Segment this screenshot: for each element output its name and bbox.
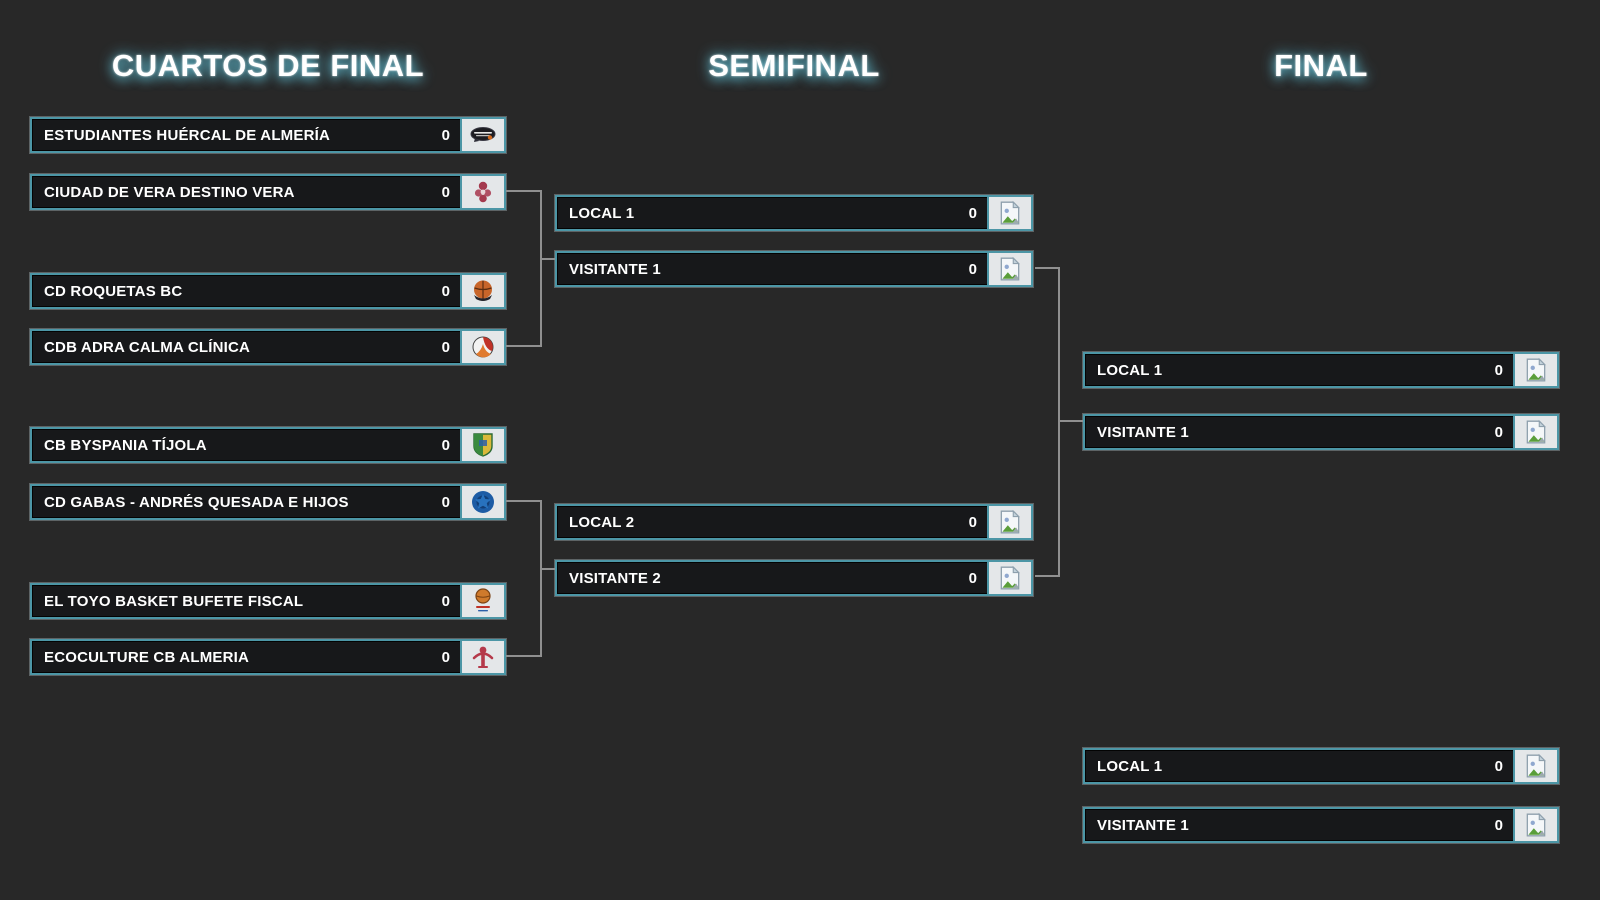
qf-team-ciudad-de-vera[interactable]: CIUDAD DE VERA DESTINO VERA 0 xyxy=(30,174,506,210)
ecoculture-crest-icon xyxy=(472,646,494,668)
estudiantes-huercal-crest-icon xyxy=(470,127,496,142)
final-team-visitante-1[interactable]: VISITANTE 1 0 xyxy=(1083,414,1559,450)
image-placeholder-icon xyxy=(1000,565,1020,590)
qf-team-cb-byspania[interactable]: CB BYSPANIA TÍJOLA 0 xyxy=(30,427,506,463)
team-logo-cell[interactable] xyxy=(460,176,504,208)
image-placeholder-icon xyxy=(1526,753,1546,778)
team-logo-cell[interactable] xyxy=(460,585,504,617)
team-score: 0 xyxy=(441,436,450,454)
team-score: 0 xyxy=(968,513,977,531)
team-score: 0 xyxy=(968,204,977,222)
third-place-team-local-1[interactable]: LOCAL 1 0 xyxy=(1083,748,1559,784)
team-name: CB BYSPANIA TÍJOLA xyxy=(44,436,207,454)
team-logo-cell[interactable] xyxy=(987,562,1031,594)
qf-team-cd-roquetas[interactable]: CD ROQUETAS BC 0 xyxy=(30,273,506,309)
team-name: LOCAL 2 xyxy=(569,513,635,531)
team-logo-cell[interactable] xyxy=(460,119,504,151)
image-placeholder-icon xyxy=(1000,200,1020,225)
connector-line xyxy=(506,655,540,657)
team-logo-cell[interactable] xyxy=(460,486,504,518)
team-name: ESTUDIANTES HUÉRCAL DE ALMERÍA xyxy=(44,126,331,144)
team-score: 0 xyxy=(968,260,977,278)
sf-team-local-1[interactable]: LOCAL 1 0 xyxy=(555,195,1033,231)
team-name: CD GABAS - ANDRÉS QUESADA E HIJOS xyxy=(44,493,349,511)
team-score: 0 xyxy=(441,183,450,201)
team-name: CDB ADRA CALMA CLÍNICA xyxy=(44,338,251,356)
cb-byspania-crest-icon xyxy=(473,433,493,457)
team-name: VISITANTE 1 xyxy=(1097,423,1189,441)
team-name: CD ROQUETAS BC xyxy=(44,282,183,300)
ciudad-de-vera-crest-icon xyxy=(474,181,492,203)
qf-team-ecoculture[interactable]: ECOCULTURE CB ALMERIA 0 xyxy=(30,639,506,675)
team-name: VISITANTE 1 xyxy=(569,260,661,278)
connector-line xyxy=(540,568,555,570)
image-placeholder-icon xyxy=(1526,357,1546,382)
team-logo-cell[interactable] xyxy=(987,506,1031,538)
qf-team-cd-gabas[interactable]: CD GABAS - ANDRÉS QUESADA E HIJOS 0 xyxy=(30,484,506,520)
image-placeholder-icon xyxy=(1526,419,1546,444)
team-score: 0 xyxy=(441,592,450,610)
third-place-team-visitante-1[interactable]: VISITANTE 1 0 xyxy=(1083,807,1559,843)
team-name: LOCAL 1 xyxy=(569,204,635,222)
team-logo-cell[interactable] xyxy=(460,275,504,307)
image-placeholder-icon xyxy=(1000,256,1020,281)
team-logo-cell[interactable] xyxy=(460,641,504,673)
team-score: 0 xyxy=(441,648,450,666)
cd-gabas-crest-icon xyxy=(472,491,494,513)
team-logo-cell[interactable] xyxy=(987,253,1031,285)
team-logo-cell[interactable] xyxy=(1513,809,1557,841)
team-score: 0 xyxy=(1494,757,1503,775)
connector-line xyxy=(540,190,542,347)
cd-roquetas-crest-icon xyxy=(474,280,492,301)
team-score: 0 xyxy=(441,282,450,300)
connector-line xyxy=(1035,267,1058,269)
team-score: 0 xyxy=(1494,423,1503,441)
connector-line xyxy=(506,190,540,192)
team-name: EL TOYO BASKET BUFETE FISCAL xyxy=(44,592,304,610)
image-placeholder-icon xyxy=(1000,509,1020,534)
team-name: VISITANTE 1 xyxy=(1097,816,1189,834)
connector-line xyxy=(1058,420,1083,422)
image-placeholder-icon xyxy=(1526,812,1546,837)
team-score: 0 xyxy=(441,338,450,356)
team-name: LOCAL 1 xyxy=(1097,757,1163,775)
team-logo-cell[interactable] xyxy=(460,429,504,461)
team-logo-cell[interactable] xyxy=(1513,750,1557,782)
header-quarterfinals: CUARTOS DE FINAL xyxy=(111,48,425,83)
qf-team-el-toyo[interactable]: EL TOYO BASKET BUFETE FISCAL 0 xyxy=(30,583,506,619)
team-name: LOCAL 1 xyxy=(1097,361,1163,379)
sf-team-visitante-1[interactable]: VISITANTE 1 0 xyxy=(555,251,1033,287)
el-toyo-crest-icon xyxy=(475,588,491,612)
team-logo-cell[interactable] xyxy=(987,197,1031,229)
connector-line xyxy=(540,500,542,657)
cdb-adra-crest-icon xyxy=(472,336,494,358)
team-logo-cell[interactable] xyxy=(1513,354,1557,386)
qf-team-estudiantes-huercal[interactable]: ESTUDIANTES HUÉRCAL DE ALMERÍA 0 xyxy=(30,117,506,153)
team-score: 0 xyxy=(441,126,450,144)
connector-line xyxy=(540,258,555,260)
qf-team-cdb-adra[interactable]: CDB ADRA CALMA CLÍNICA 0 xyxy=(30,329,506,365)
team-score: 0 xyxy=(968,569,977,587)
team-name: VISITANTE 2 xyxy=(569,569,661,587)
team-logo-cell[interactable] xyxy=(1513,416,1557,448)
team-score: 0 xyxy=(1494,361,1503,379)
final-team-local-1[interactable]: LOCAL 1 0 xyxy=(1083,352,1559,388)
team-score: 0 xyxy=(1494,816,1503,834)
header-final: FINAL xyxy=(1274,48,1368,83)
header-semifinal: SEMIFINAL xyxy=(708,48,880,83)
sf-team-local-2[interactable]: LOCAL 2 0 xyxy=(555,504,1033,540)
team-name: CIUDAD DE VERA DESTINO VERA xyxy=(44,183,295,201)
team-name: ECOCULTURE CB ALMERIA xyxy=(44,648,250,666)
team-logo-cell[interactable] xyxy=(460,331,504,363)
sf-team-visitante-2[interactable]: VISITANTE 2 0 xyxy=(555,560,1033,596)
connector-line xyxy=(1058,267,1060,577)
connector-line xyxy=(1035,575,1058,577)
connector-line xyxy=(506,345,540,347)
connector-line xyxy=(506,500,540,502)
team-score: 0 xyxy=(441,493,450,511)
